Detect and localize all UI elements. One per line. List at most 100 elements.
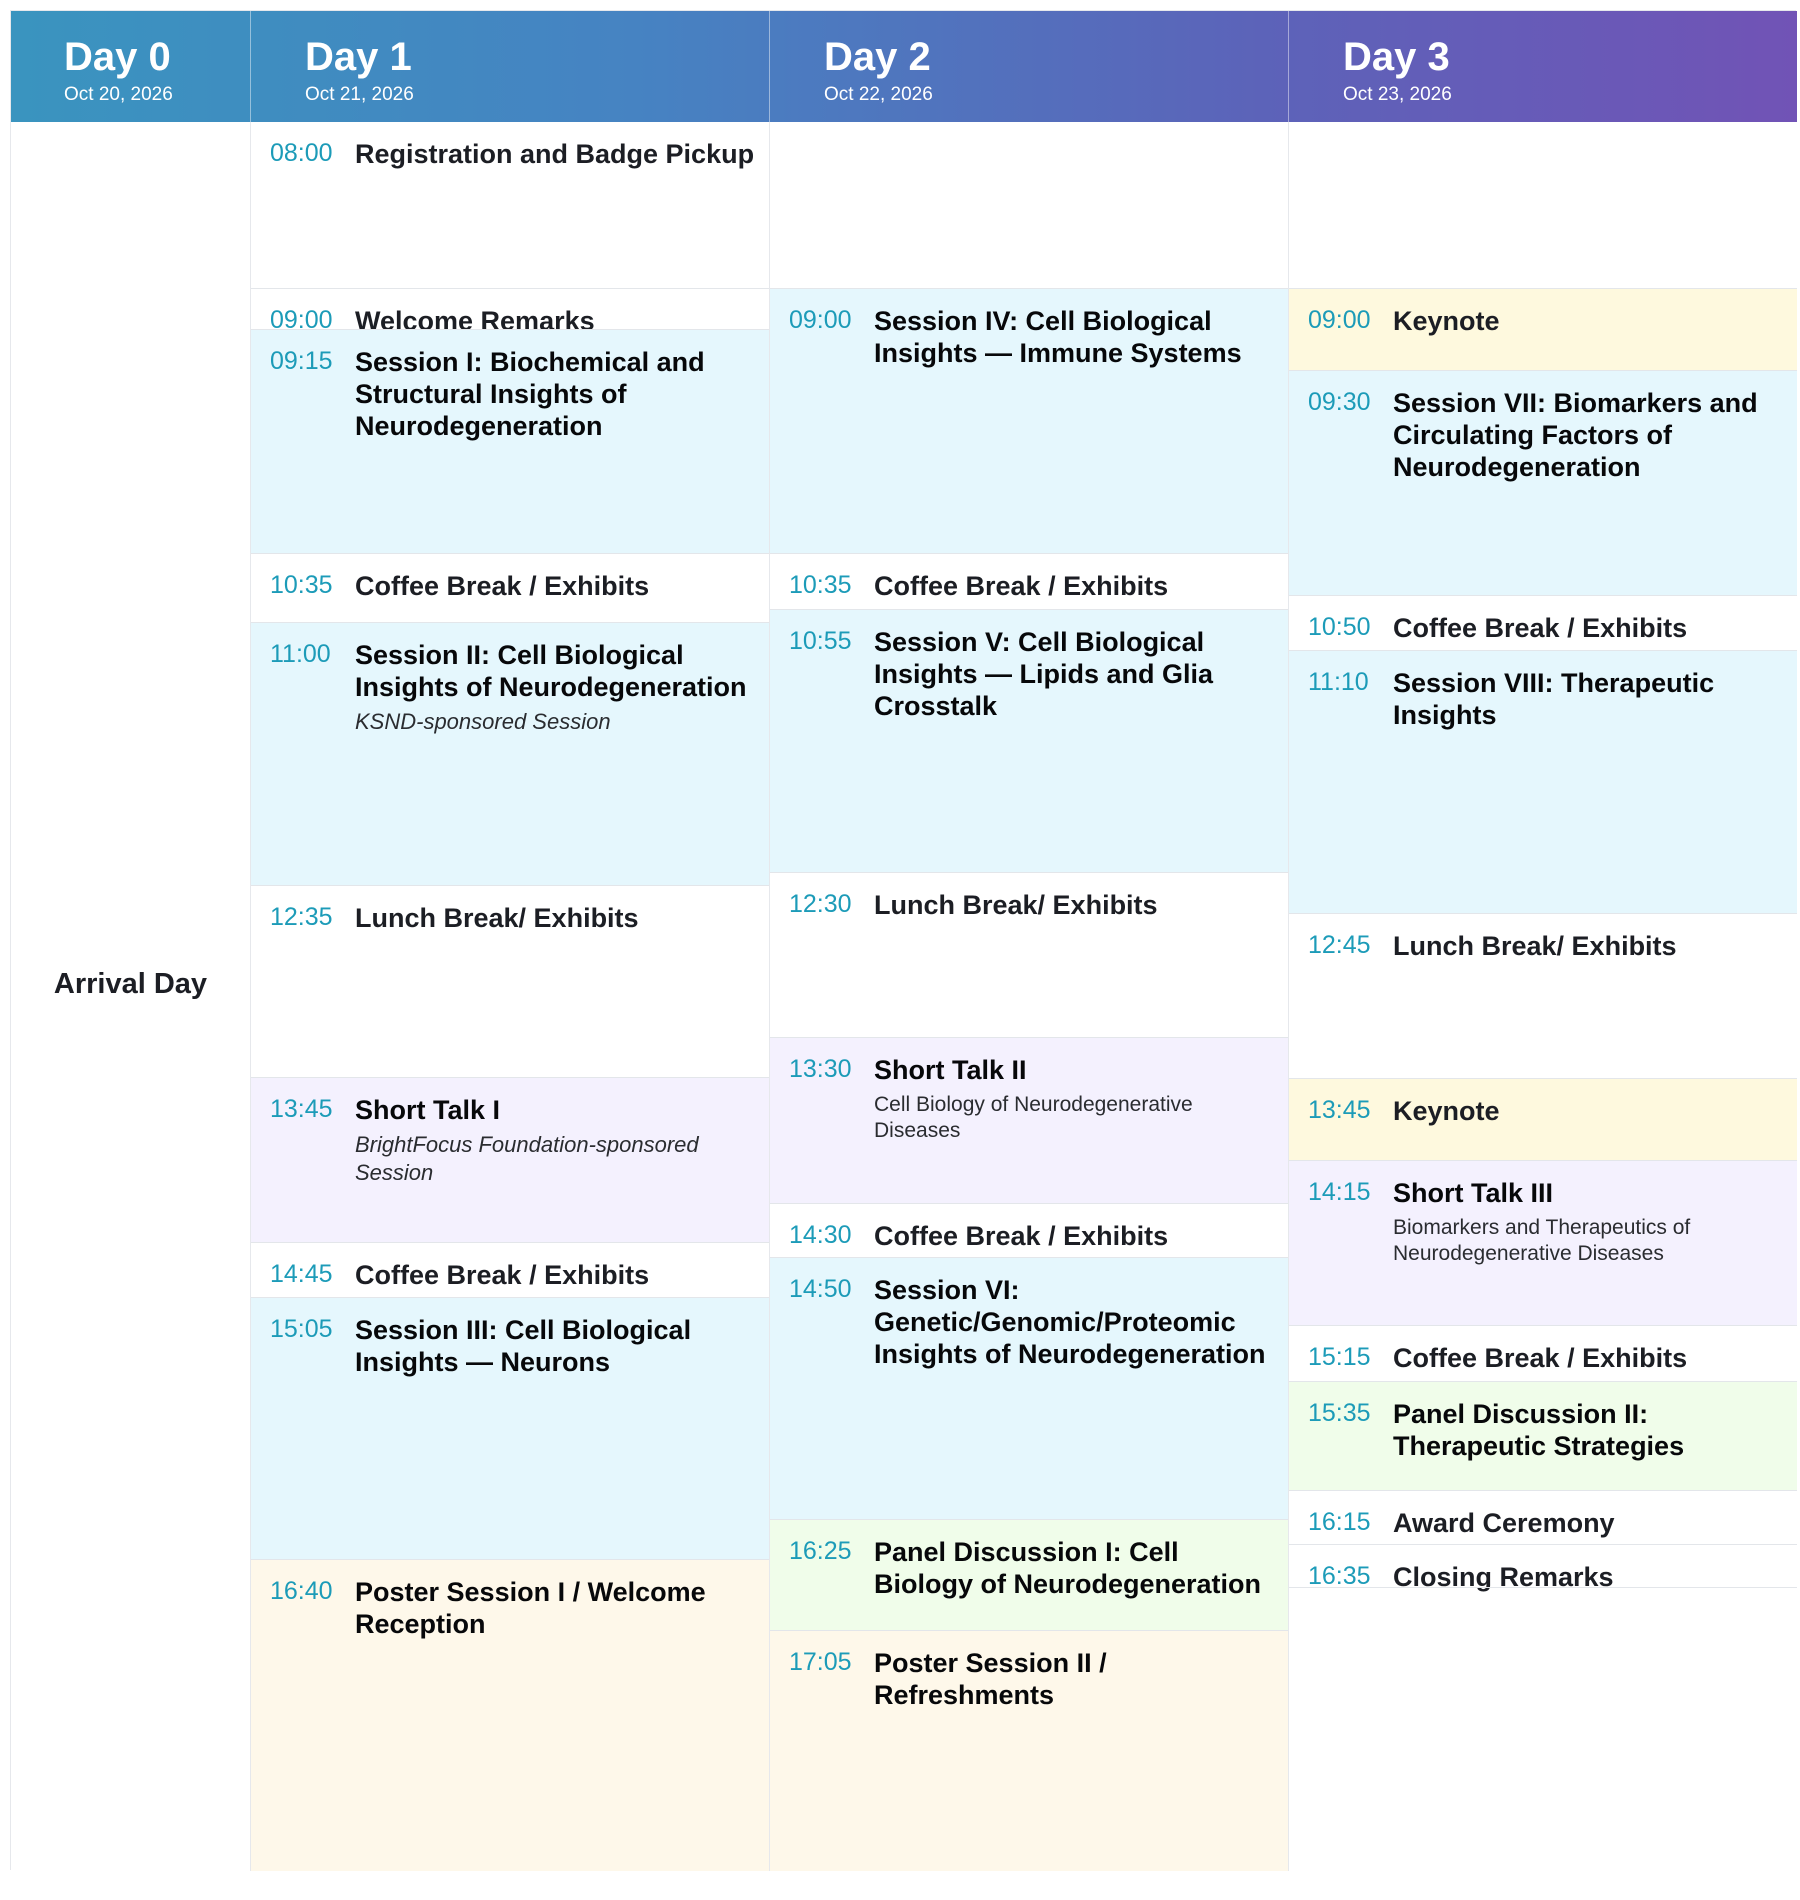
event-title: Panel Discussion II: Therapeutic Strateg… [1393, 1399, 1685, 1461]
event-time: 14:50 [789, 1275, 852, 1303]
schedule-event: 15:35 Panel Discussion II: Therapeutic St… [1289, 1381, 1797, 1490]
event-time: 15:15 [1308, 1343, 1371, 1371]
event-time: 16:40 [270, 1577, 333, 1605]
event-time: 13:45 [1308, 1096, 1371, 1124]
day-column-0: Arrival Day [11, 122, 250, 1871]
arrival-day-label: Arrival Day [53, 968, 208, 1000]
event-time: 11:00 [270, 640, 331, 668]
schedule-event: 14:50 Session VI: Genetic/Genomic/Proteom… [770, 1257, 1288, 1519]
event-body: Session III: Cell Biological Insights — … [355, 1314, 755, 1378]
event-body: Keynote [1393, 305, 1783, 337]
schedule-event: 09:15 Session I: Biochemical and Structur… [251, 329, 769, 553]
event-title: Keynote [1393, 1096, 1500, 1126]
event-time: 12:35 [270, 903, 333, 931]
schedule-event: 10:50 Coffee Break / Exhibits [1289, 595, 1797, 650]
event-title: Session V: Cell Biological Insights — Li… [874, 627, 1214, 721]
schedule-header: Day 0 Oct 20, 2026 Day 1 Oct 21, 2026 Da… [11, 11, 1797, 122]
event-time: 10:55 [789, 627, 852, 655]
event-time: 14:30 [789, 1221, 852, 1249]
event-time: 11:10 [1308, 668, 1369, 696]
event-title: Session VIII: Therapeutic Insights [1393, 668, 1715, 730]
conference-schedule: Day 0 Oct 20, 2026 Day 1 Oct 21, 2026 Da… [10, 10, 1797, 1871]
event-time: 14:45 [270, 1260, 333, 1288]
event-time: 09:30 [1308, 388, 1371, 416]
event-sponsor-note: KSND-sponsored Session [355, 709, 611, 734]
schedule-event: 13:45 Keynote [1289, 1078, 1797, 1160]
event-body: Session VIII: Therapeutic Insights [1393, 667, 1783, 731]
event-time: 09:15 [270, 347, 333, 375]
event-body: Session I: Biochemical and Structural In… [355, 346, 755, 442]
event-body: Award Ceremony [1393, 1507, 1783, 1539]
day-date: Oct 21, 2026 [305, 84, 414, 105]
event-title: Short Talk I [355, 1095, 501, 1125]
event-title: Coffee Break / Exhibits [355, 571, 650, 601]
schedule-event: 09:00 Keynote [1289, 288, 1797, 370]
event-body: Coffee Break / Exhibits [874, 1220, 1274, 1252]
event-body: Coffee Break / Exhibits [355, 1259, 755, 1291]
event-time: 09:00 [789, 306, 852, 334]
day-column-2: 09:00 Session IV: Cell Biological Insight… [769, 122, 1288, 1871]
event-body: Session II: Cell Biological Insights of … [355, 639, 755, 736]
event-time: 12:30 [789, 890, 852, 918]
event-body: Panel Discussion I: Cell Biology of Neur… [874, 1536, 1274, 1600]
event-title: Short Talk II [874, 1055, 1027, 1085]
event-body: Poster Session II / Refreshments [874, 1647, 1274, 1711]
schedule-event: 10:35 Coffee Break / Exhibits [770, 553, 1288, 609]
schedule-event: 11:00 Session II: Cell Biological Insight… [251, 622, 769, 885]
day-title: Day 1 [305, 35, 412, 79]
event-time: 10:35 [789, 571, 852, 599]
event-title: Coffee Break / Exhibits [1393, 613, 1688, 643]
day-date: Oct 23, 2026 [1343, 84, 1452, 105]
schedule-event: 14:30 Coffee Break / Exhibits [770, 1203, 1288, 1257]
event-time: 16:35 [1308, 1562, 1371, 1590]
schedule-event: 09:30 Session VII: Biomarkers and Circula… [1289, 370, 1797, 595]
schedule-event: 11:10 Session VIII: Therapeutic Insights [1289, 650, 1797, 913]
event-title: Session VII: Biomarkers and Circulating … [1393, 388, 1758, 482]
day-header-0: Day 0 Oct 20, 2026 [11, 11, 250, 122]
schedule-event: 10:55 Session V: Cell Biological Insights… [770, 609, 1288, 872]
event-time: 09:00 [1308, 306, 1371, 334]
schedule-event: 16:40 Poster Session I / Welcome Receptio… [251, 1559, 769, 1871]
event-title: Session IV: Cell Biological Insights — I… [874, 306, 1242, 368]
event-body: Poster Session I / Welcome Reception [355, 1576, 755, 1640]
event-title: Keynote [1393, 306, 1500, 336]
event-body: Registration and Badge Pickup [355, 138, 755, 170]
event-time: 16:25 [789, 1537, 852, 1565]
event-title: Session VI: Genetic/Genomic/Proteomic In… [874, 1275, 1266, 1369]
event-body: Short Talk II Cell Biology of Neurodegene… [874, 1054, 1274, 1144]
event-title: Award Ceremony [1393, 1508, 1615, 1538]
day-title: Day 3 [1343, 35, 1450, 79]
event-body: Coffee Break / Exhibits [355, 570, 755, 602]
event-body: Session VII: Biomarkers and Circulating … [1393, 387, 1783, 483]
event-description: Cell Biology of Neurodegenerative Diseas… [874, 1093, 1193, 1142]
event-body: Lunch Break/ Exhibits [874, 889, 1274, 921]
event-title: Coffee Break / Exhibits [1393, 1343, 1688, 1373]
event-time: 10:50 [1308, 613, 1371, 641]
schedule-event: 12:30 Lunch Break/ Exhibits [770, 872, 1288, 1037]
event-body: Closing Remarks [1393, 1561, 1783, 1593]
day-date: Oct 20, 2026 [64, 84, 173, 105]
event-body: Coffee Break / Exhibits [874, 570, 1274, 602]
event-time: 17:05 [789, 1648, 852, 1676]
event-body: Coffee Break / Exhibits [1393, 1342, 1783, 1374]
event-title: Session II: Cell Biological Insights of … [355, 640, 747, 702]
schedule-event: 09:00 Session IV: Cell Biological Insight… [770, 288, 1288, 553]
event-title: Coffee Break / Exhibits [355, 1260, 650, 1290]
column-end-divider [1289, 1587, 1797, 1588]
event-body: Keynote [1393, 1095, 1783, 1127]
event-time: 15:35 [1308, 1399, 1371, 1427]
event-title: Coffee Break / Exhibits [874, 571, 1169, 601]
event-title: Panel Discussion I: Cell Biology of Neur… [874, 1537, 1262, 1599]
event-body: Session VI: Genetic/Genomic/Proteomic In… [874, 1274, 1274, 1370]
event-title: Short Talk III [1393, 1178, 1554, 1208]
event-time: 13:30 [789, 1055, 852, 1083]
